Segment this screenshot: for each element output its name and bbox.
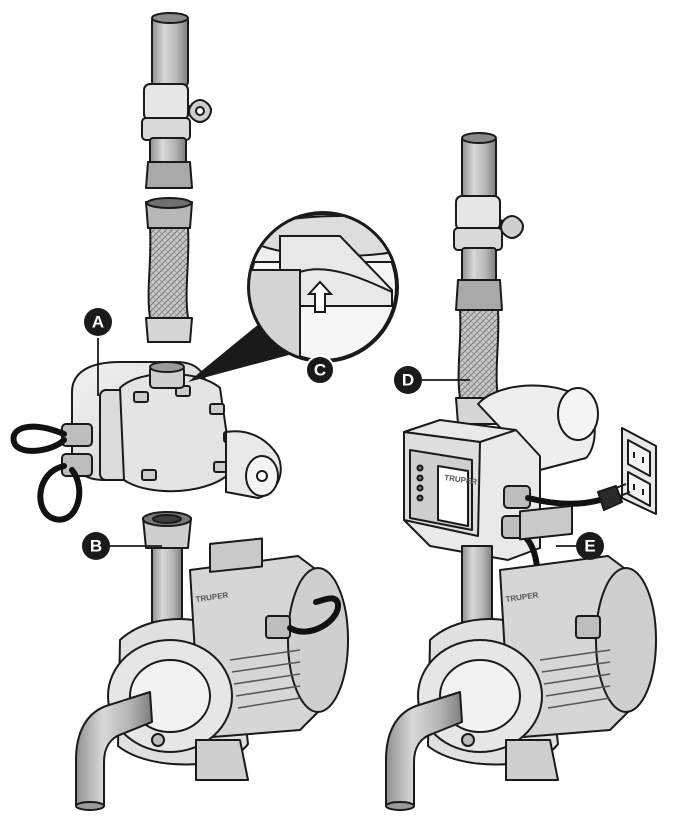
callout-e: E [576, 532, 604, 560]
callout-d-label: D [402, 371, 414, 390]
indicator-light-1 [416, 464, 424, 472]
left-supply-pipe [151, 12, 189, 87]
callout-a: A [84, 308, 112, 336]
callout-b: B [82, 532, 110, 560]
left-threaded-nipple [142, 511, 192, 549]
left-braided-hose [145, 197, 193, 343]
right-supply-pipe [461, 132, 497, 199]
magnifier-detail [188, 211, 399, 382]
callout-a-label: A [92, 313, 104, 332]
left-assembly: TRUPER [10, 12, 349, 811]
callout-leaders [97, 338, 590, 547]
power-plug [597, 485, 623, 511]
right-inlet-elbow [385, 691, 463, 811]
callout-c-label: C [314, 361, 326, 380]
magnifier-arrow [306, 280, 334, 313]
right-discharge-pipe [461, 545, 493, 623]
left-shutoff-valve [141, 83, 212, 189]
indicator-light-2 [416, 474, 424, 482]
control-panel-display [437, 465, 469, 527]
right-assembly: TRUPER [385, 132, 657, 811]
left-loose-cables [10, 423, 83, 523]
callout-b-label: B [90, 537, 102, 556]
left-water-pump: TRUPER [107, 537, 349, 781]
callout-e-label: E [584, 537, 595, 556]
indicator-light-3 [416, 484, 424, 492]
right-shutoff-valve [453, 195, 524, 311]
power-cable [525, 483, 631, 511]
callout-c: C [305, 355, 335, 385]
indicator-light-4 [416, 494, 424, 502]
left-inlet-elbow [75, 691, 153, 811]
callout-d: D [394, 366, 422, 394]
wall-outlet [621, 427, 657, 515]
left-pump-cable [287, 595, 341, 635]
left-pressure-controller [61, 361, 282, 499]
right-water-pump: TRUPER [417, 504, 657, 781]
